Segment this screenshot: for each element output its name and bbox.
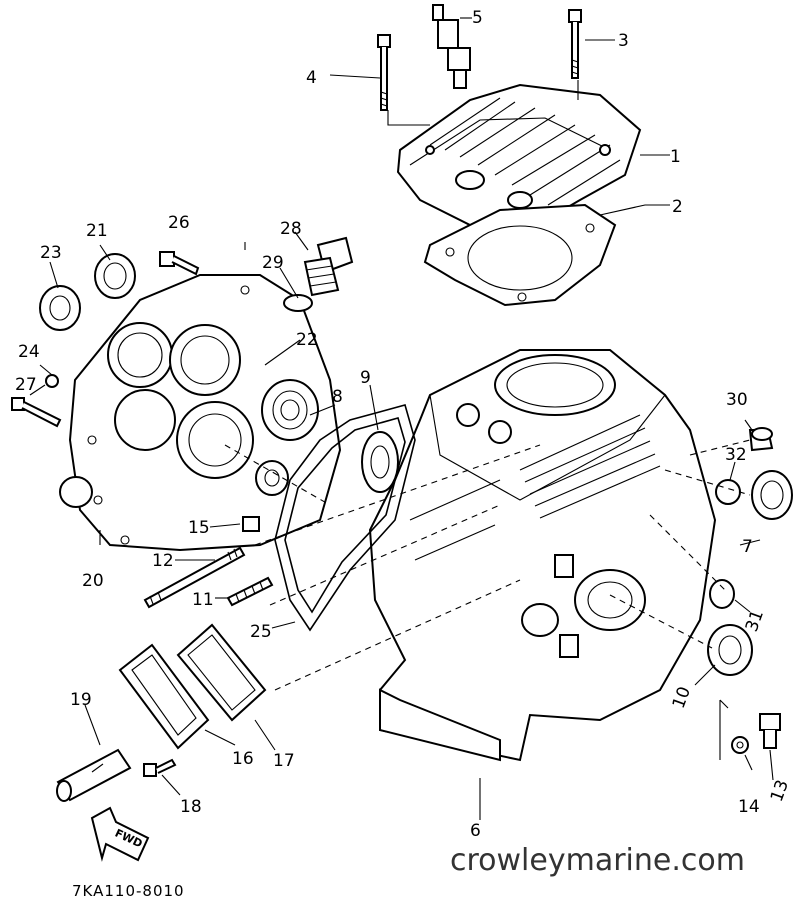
head-gasket bbox=[423, 203, 617, 307]
callout-1: 1 bbox=[670, 147, 681, 167]
callout-31: 31 bbox=[742, 607, 768, 634]
washer-14 bbox=[731, 736, 749, 754]
oil-seal-23 bbox=[39, 285, 81, 331]
o-ring-29 bbox=[283, 294, 313, 312]
breather-cover-16 bbox=[118, 643, 210, 750]
oil-seal-21 bbox=[94, 253, 136, 299]
plug-31 bbox=[709, 579, 735, 609]
stud-11 bbox=[226, 576, 274, 607]
callout-7: 7 bbox=[742, 537, 753, 557]
part-code: 7KA110-8010 bbox=[72, 882, 185, 900]
callout-30: 30 bbox=[726, 390, 748, 410]
callout-5: 5 bbox=[472, 8, 483, 28]
callout-23: 23 bbox=[40, 243, 62, 263]
forward-arrow-icon: FWD bbox=[90, 806, 150, 862]
callout-11: 11 bbox=[192, 590, 214, 610]
callout-6: 6 bbox=[470, 821, 481, 841]
callout-24: 24 bbox=[18, 342, 40, 362]
callout-19: 19 bbox=[70, 690, 92, 710]
callout-9: 9 bbox=[360, 368, 371, 388]
callout-22: 22 bbox=[296, 330, 318, 350]
crankcase-gasket bbox=[274, 404, 416, 632]
cylinder-head bbox=[396, 83, 642, 237]
plug-30 bbox=[748, 427, 774, 452]
callout-10: 10 bbox=[669, 684, 695, 711]
head-bolt-3 bbox=[568, 9, 582, 79]
callout-8: 8 bbox=[332, 387, 343, 407]
callout-2: 2 bbox=[672, 197, 683, 217]
callout-16: 16 bbox=[232, 749, 254, 769]
dowel-15 bbox=[242, 516, 260, 532]
plug-32 bbox=[715, 479, 741, 505]
callout-27: 27 bbox=[15, 375, 37, 395]
cover-plug bbox=[59, 476, 93, 508]
callout-29: 29 bbox=[262, 253, 284, 273]
callout-25: 25 bbox=[250, 622, 272, 642]
bearing-22 bbox=[261, 379, 319, 441]
callout-15: 15 bbox=[188, 518, 210, 538]
bolt-26 bbox=[159, 251, 200, 276]
callout-28: 28 bbox=[280, 219, 302, 239]
watermark: crowleymarine.com bbox=[450, 843, 745, 878]
bolt-27 bbox=[11, 397, 62, 428]
screw-18 bbox=[143, 758, 177, 777]
drain-bolt-13 bbox=[759, 713, 781, 749]
washer-24 bbox=[45, 374, 59, 388]
callout-14: 14 bbox=[738, 797, 760, 817]
stud-12 bbox=[143, 546, 246, 609]
crankcase-block bbox=[368, 349, 717, 762]
callout-32: 32 bbox=[725, 445, 747, 465]
callout-26: 26 bbox=[168, 213, 190, 233]
callout-12: 12 bbox=[152, 551, 174, 571]
breather-tube-19 bbox=[56, 748, 132, 802]
callout-13: 13 bbox=[767, 777, 793, 804]
bearing-small bbox=[255, 460, 289, 496]
callout-18: 18 bbox=[180, 797, 202, 817]
leader-lines bbox=[29, 17, 774, 820]
callout-21: 21 bbox=[86, 221, 108, 241]
head-bolt-4 bbox=[377, 34, 391, 111]
oil-seal-9 bbox=[361, 431, 399, 493]
oil-filler-cap-28 bbox=[303, 236, 354, 297]
callout-17: 17 bbox=[273, 751, 295, 771]
cap-7 bbox=[751, 470, 793, 520]
callout-4: 4 bbox=[306, 68, 317, 88]
callout-20: 20 bbox=[82, 571, 104, 591]
callout-3: 3 bbox=[618, 31, 629, 51]
spark-plug bbox=[432, 4, 471, 89]
oil-seal-10 bbox=[707, 624, 753, 676]
breather-gasket-17 bbox=[176, 623, 267, 722]
